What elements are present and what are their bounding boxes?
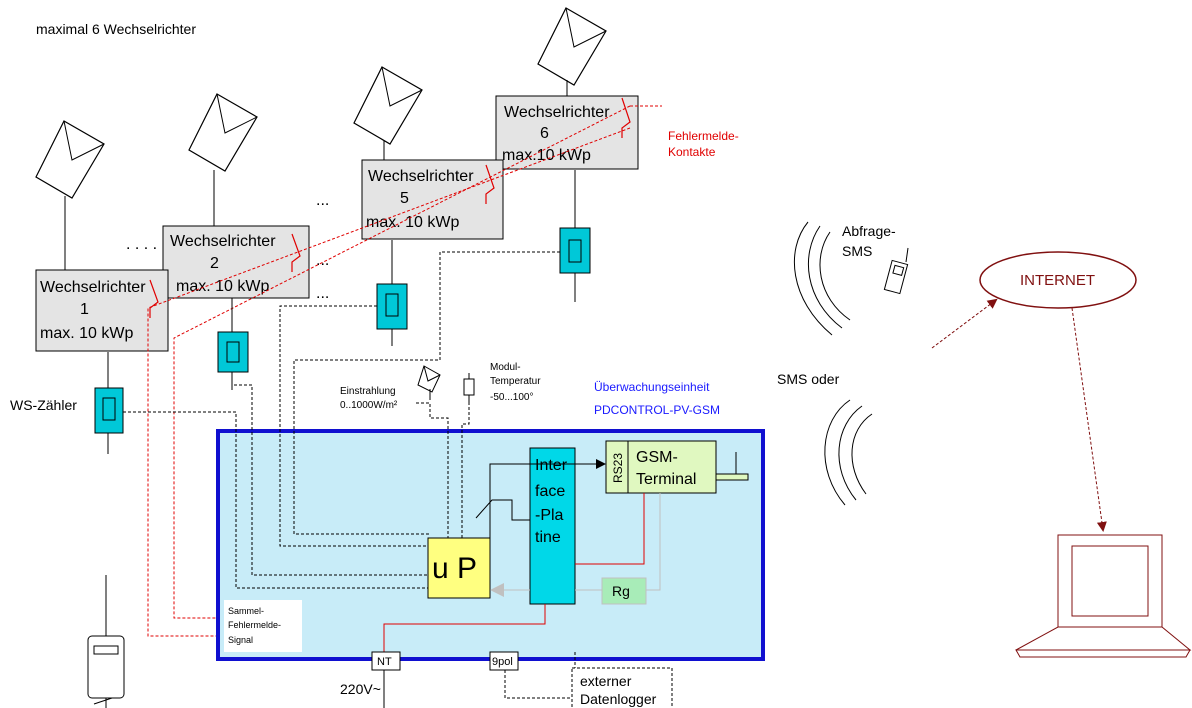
interface-label: face <box>535 483 565 500</box>
inverter-2-number: 2 <box>210 255 219 272</box>
query-sms-label: SMS <box>842 243 872 259</box>
monitor-model: PDCONTROL-PV-GSM <box>594 403 720 417</box>
interface-label: Inter <box>535 457 568 474</box>
inverter-5-number: 5 <box>400 190 409 207</box>
rs232-label: RS23 <box>611 453 625 483</box>
inverter-6: Wechselrichter 6 max.10 kWp <box>495 95 639 170</box>
ellipsis-lower: ... <box>316 285 329 302</box>
inverter-6-name: Wechselrichter <box>504 104 610 121</box>
inverter-5: Wechselrichter 5 max. 10 kWp <box>361 159 504 240</box>
ellipsis-row: . . . . <box>126 236 157 253</box>
temperature-sensor-icon <box>463 373 475 402</box>
ellipsis-middle: ... <box>316 252 329 269</box>
rg-label: Rg <box>612 583 630 599</box>
nt-label: NT <box>377 656 392 668</box>
collective-fault-box <box>224 600 302 652</box>
query-sms-label: Abfrage- <box>842 223 896 239</box>
solar-panel-icon <box>353 66 423 162</box>
meter-label: WS-Zähler <box>10 397 77 413</box>
inverter-5-power: max. 10 kWp <box>366 214 459 231</box>
rs232-port <box>605 440 631 494</box>
diagram-title: maximal 6 Wechselrichter <box>36 21 196 37</box>
collective-fault-label: Fehlermelde- <box>228 620 281 630</box>
sms-or-label: SMS oder <box>777 371 840 387</box>
inverter-2: Wechselrichter 2 max. 10 kWp <box>162 225 310 299</box>
fault-signal-lines <box>147 105 662 637</box>
interface-board <box>529 447 576 605</box>
energy-meter-icon <box>559 170 591 302</box>
irradiance-label: Einstrahlung <box>340 386 396 397</box>
inverter-1: Wechselrichter 1 max. 10 kWp <box>35 269 169 352</box>
module-temp-range: -50...100° <box>490 392 533 403</box>
solar-panel-icon <box>188 93 258 226</box>
fault-contacts-label: Fehlermelde- <box>668 129 739 143</box>
energy-meter-icon <box>94 352 124 454</box>
energy-meter-icon <box>217 298 249 390</box>
inverter-5-name: Wechselrichter <box>368 168 474 185</box>
datalogger-label: Datenlogger <box>580 691 657 707</box>
microprocessor-label: u P <box>432 552 477 585</box>
9pol-label: 9pol <box>492 656 513 668</box>
laptop-icon <box>1015 534 1192 658</box>
utility-meter-icon <box>87 575 125 708</box>
datalogger-label: externer <box>580 673 632 689</box>
fault-contacts-label: Kontakte <box>668 145 716 159</box>
internet-label: INTERNET <box>1020 272 1095 289</box>
inverter-2-name: Wechselrichter <box>170 233 276 250</box>
inverter-6-power: max.10 kWp <box>502 147 591 164</box>
monitor-label: Überwachungseinheit <box>594 380 710 394</box>
internet-cloud <box>979 251 1137 309</box>
radio-waves-icon <box>793 221 873 506</box>
inverter-1-power: max. 10 kWp <box>40 325 133 342</box>
microprocessor <box>427 537 491 599</box>
antenna-icon <box>715 473 749 481</box>
interface-label: -Pla <box>535 507 564 524</box>
gsm-label: Terminal <box>636 471 696 488</box>
power-supply-nt <box>371 651 401 671</box>
solar-panel-icon <box>35 120 105 270</box>
gsm-label: GSM- <box>636 449 678 466</box>
irradiance-sensor-icon <box>417 365 441 400</box>
interface-label: tine <box>535 529 561 546</box>
collective-fault-label: Sammel- <box>228 606 264 616</box>
irradiance-range: 0..1000W/m² <box>340 400 398 411</box>
external-datalogger <box>571 667 673 708</box>
resistor-rg <box>601 577 647 605</box>
gsm-terminal <box>627 440 717 494</box>
collective-fault-label: Signal <box>228 635 253 645</box>
module-temp-label: Temperatur <box>490 376 541 387</box>
ellipsis-upper: ... <box>316 192 329 209</box>
mains-voltage-label: 220V~ <box>340 681 381 697</box>
energy-meter-icon <box>376 240 408 346</box>
mobile-phone-icon <box>883 247 909 295</box>
solar-panel-icon <box>537 7 607 96</box>
inverter-6-number: 6 <box>540 125 549 142</box>
inverter-1-name: Wechselrichter <box>40 279 146 296</box>
inverter-2-power: max. 10 kWp <box>176 278 269 295</box>
inverter-1-number: 1 <box>80 301 89 318</box>
serial-port-9pol <box>489 651 519 671</box>
module-temp-label: Modul- <box>490 362 521 373</box>
